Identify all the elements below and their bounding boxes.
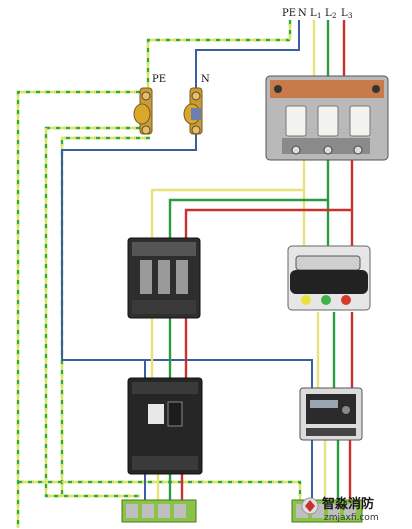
- main-switch-terminal-1: [291, 145, 301, 155]
- main-switch-knob-left: [274, 85, 282, 93]
- pe-wire-left-bus-yellow: [16, 90, 140, 528]
- right-strip-slot-4: [344, 504, 356, 518]
- n-block-screw-top: [191, 91, 201, 101]
- terminal-l3-label: L: [341, 8, 348, 19]
- l1-wire-to-switch: [150, 160, 306, 240]
- top-terminal-labels: PE N L 1 L 2 L 3: [282, 8, 352, 20]
- main-fuse-3: [349, 105, 371, 137]
- load-switch: [127, 237, 201, 319]
- n-block-screw-bottom: [191, 125, 201, 135]
- watermark-logo-mark: [305, 500, 315, 512]
- n-terminal-block: N: [183, 74, 210, 135]
- pe-wire-branch-left: [44, 126, 140, 498]
- n-wire-top: [195, 20, 300, 90]
- fuse-holder-handle: [295, 255, 361, 271]
- pe-block-clamp: [133, 103, 151, 125]
- main-fuse-switch: [265, 75, 389, 161]
- n-wire-to-breaker: [61, 128, 313, 390]
- terminal-l3-subscript: 3: [348, 12, 352, 20]
- load-switch-blade-3: [176, 260, 188, 294]
- load-switch-blade-2: [158, 260, 170, 294]
- left-strip-slot-4: [174, 504, 186, 518]
- fuse-indicator-l1: [301, 295, 311, 305]
- main-switch-terminal-3: [353, 145, 363, 155]
- load-switch-bottom-terminals: [132, 300, 196, 314]
- pe-wire-main-yellow: [146, 20, 292, 90]
- module-terminals: [306, 428, 356, 436]
- main-switch-knob-right: [372, 85, 380, 93]
- breaker-top-terminals: [132, 382, 198, 394]
- fuse-holder-black-grip: [290, 270, 368, 294]
- pe-block-label: PE: [152, 74, 166, 85]
- main-fuse-2: [317, 105, 339, 137]
- main-fuse-1: [285, 105, 307, 137]
- pe-block-screw-top: [141, 91, 151, 101]
- watermark: 智淼消防 zmjaxfi.com: [301, 496, 379, 523]
- breaker-toggle: [167, 401, 183, 427]
- bottom-terminal-strip-left: [121, 499, 197, 523]
- terminal-pe-label: PE: [282, 8, 296, 19]
- fuse-indicator-l3: [341, 295, 351, 305]
- terminal-l2-label: L: [325, 8, 332, 19]
- n-block-insulator: [191, 108, 201, 120]
- pe-block-screw-bottom: [141, 125, 151, 135]
- circuit-breaker: [127, 377, 203, 475]
- main-switch-terminal-2: [323, 145, 333, 155]
- load-switch-blade-1: [140, 260, 152, 294]
- left-strip-slot-3: [158, 504, 170, 518]
- terminal-l2-subscript: 2: [332, 12, 336, 20]
- control-module: [299, 387, 363, 441]
- main-switch-copper-bar: [270, 80, 384, 98]
- module-knob: [342, 406, 350, 414]
- pe-wire-inner-yellow: [60, 136, 150, 496]
- terminal-l1-subscript: 1: [317, 12, 321, 20]
- breaker-body: [127, 377, 203, 475]
- l2-wire-to-switch: [168, 160, 330, 240]
- l3-wire-to-switch: [184, 160, 354, 240]
- watermark-title: 智淼消防: [322, 496, 374, 512]
- breaker-label-plate: [148, 404, 164, 424]
- left-strip-slot-1: [126, 504, 138, 518]
- n-block-label: N: [201, 74, 210, 85]
- fuse-holder: [287, 245, 371, 311]
- module-display: [310, 400, 338, 408]
- pe-wire-branch-left-yellow: [44, 126, 140, 498]
- watermark-url: zmjaxfi.com: [324, 513, 379, 523]
- load-switch-top-cover: [132, 242, 196, 256]
- terminal-l1-label: L: [310, 8, 317, 19]
- breaker-bottom-terminals: [132, 456, 198, 470]
- pe-wires: [16, 20, 302, 528]
- left-strip-slot-2: [142, 504, 154, 518]
- fuse-indicator-l2: [321, 295, 331, 305]
- terminal-n-label: N: [298, 8, 307, 19]
- pe-terminal-block: PE: [133, 74, 166, 135]
- pe-wire-left-bus: [16, 90, 140, 528]
- right-strip-slot-3: [328, 504, 340, 518]
- pe-wire-bottom-right-yellow: [18, 480, 302, 500]
